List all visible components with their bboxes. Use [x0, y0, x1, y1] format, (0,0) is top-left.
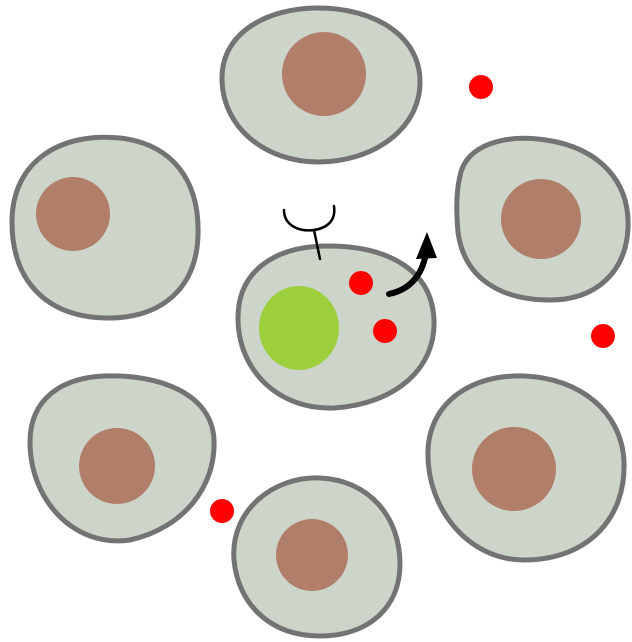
signal-molecule — [469, 75, 493, 99]
neighbor-cell-bottom-right — [428, 376, 624, 560]
neighbor-cell-top-left — [12, 137, 198, 318]
signal-molecule — [210, 499, 234, 523]
neighbor-cell-top — [222, 8, 420, 162]
cell-nucleus — [36, 177, 110, 251]
neighbor-cell-top-right — [457, 138, 628, 300]
signal-molecule — [373, 319, 397, 343]
signal-molecule — [349, 271, 373, 295]
signal-molecule — [591, 324, 615, 348]
cell-nucleus — [282, 32, 366, 116]
signaling-cell-center — [238, 246, 434, 408]
cell-nucleus — [501, 179, 581, 259]
neighbor-cell-bottom — [234, 478, 400, 636]
cell-nucleus — [276, 519, 348, 591]
cell-nucleus — [79, 428, 155, 504]
active-nucleus — [259, 286, 339, 370]
cell-nucleus — [472, 427, 556, 511]
neighbor-cell-bottom-left — [30, 376, 214, 541]
